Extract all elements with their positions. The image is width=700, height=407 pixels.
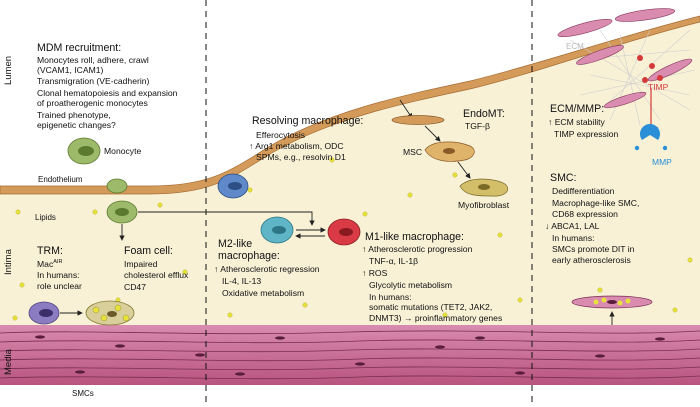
smc-line-4: ↓ ABCA1, LAL	[545, 221, 599, 231]
myofibroblast-label: Myofibroblast	[458, 200, 509, 210]
m2-line-3: Oxidative metabolism	[222, 288, 304, 298]
lumen-label: Lumen	[3, 56, 14, 85]
m1-line-1: ↑ Atherosclerotic progression	[362, 244, 472, 254]
ecm-mmp-line-1: ↑ ECM stability	[548, 117, 605, 127]
mdm-line-1: Monocytes roll, adhere, crawl	[37, 55, 149, 65]
m1-line-7: DNMT3) → proinflammatory genes	[369, 313, 502, 323]
resolving-line-1: Efferocytosis	[256, 130, 305, 140]
trm-mac: MacAIR	[37, 259, 62, 269]
resolving-macrophage-cell	[218, 174, 248, 198]
mdm-line-4: Clonal hematopoiesis and expansion	[37, 88, 177, 98]
intima-label: Intima	[3, 249, 14, 275]
mdm-line-7: epigenetic changes?	[37, 120, 116, 130]
foam-line-2: cholesterol efflux	[124, 270, 188, 280]
trm-line-1: In humans:	[37, 270, 80, 280]
msc-label: MSC	[403, 147, 422, 157]
endothelial-cell	[392, 116, 444, 125]
smc-line-2: Macrophage-like SMC,	[552, 198, 639, 208]
m1-line-4: Glycolytic metabolism	[369, 280, 452, 290]
smcs-label: SMCs	[72, 389, 94, 398]
smc-line-1: Dedifferentiation	[552, 186, 614, 196]
timp-label: TIMP	[648, 82, 668, 92]
m1-title: M1-like macrophage:	[365, 231, 464, 244]
m1-line-3: ↑ ROS	[362, 268, 387, 278]
trm-cell	[29, 302, 59, 324]
mdm-line-2: (VCAM1, ICAM1)	[37, 65, 103, 75]
foam-line-3: CD47	[124, 282, 146, 292]
mdm-title: MDM recruitment:	[37, 42, 121, 55]
mdm-line-3: Transmigration (VE-cadherin)	[37, 76, 149, 86]
smc-line-6: SMCs promote DIT in	[552, 244, 634, 254]
smc-title: SMC:	[550, 172, 576, 185]
intima-region	[0, 20, 700, 325]
foam-cell	[86, 301, 134, 325]
m1-line-6: somatic mutations (TET2, JAK2,	[369, 302, 492, 312]
media-label: Media	[3, 349, 14, 375]
smc-line-5: In humans:	[552, 233, 595, 243]
mdm-line-5: of proatherogenic monocytes	[37, 98, 148, 108]
endomt-line: TGF-β	[465, 121, 490, 131]
smc-line-3: CD68 expression	[552, 209, 618, 219]
ecm-mmp-line-2: TIMP expression	[554, 129, 618, 139]
m2-line-1: ↑ Atherosclerotic regression	[214, 264, 320, 274]
foam-title: Foam cell:	[124, 245, 173, 258]
resolving-line-3: SPMs, e.g., resolvin D1	[256, 152, 346, 162]
mmp-label: MMP	[652, 157, 672, 167]
endothelium-label: Endothelium	[38, 175, 82, 184]
smc-line-7: early atherosclerosis	[552, 255, 631, 265]
trm-line-2: role unclear	[37, 281, 82, 291]
trm-title: TRM:	[37, 245, 63, 258]
ecm-label: ECM	[566, 42, 584, 51]
m1-macrophage-cell	[328, 219, 360, 245]
m2-title-1: M2-like	[218, 238, 252, 251]
monocyte-label: Monocyte	[104, 146, 141, 156]
endomt-title: EndoMT:	[463, 108, 505, 121]
mdm-line-6: Trained phenotype,	[37, 110, 111, 120]
m1-line-5: In humans:	[369, 292, 412, 302]
lipids-label: Lipids	[35, 213, 56, 222]
media-layer	[0, 325, 700, 385]
m1-line-2: TNF-α, IL-1β	[369, 256, 418, 266]
ecm-mmp-title: ECM/MMP:	[550, 103, 604, 116]
resolving-line-2: ↑ Arg1 metabolism, ODC	[249, 141, 344, 151]
m2-macrophage-cell	[261, 217, 293, 243]
macrophage-like-smc	[572, 296, 652, 308]
resolving-title: Resolving macrophage:	[252, 115, 363, 128]
foam-line-1: Impaired	[124, 259, 157, 269]
m2-line-2: IL-4, IL-13	[222, 276, 261, 286]
monocyte-cell	[68, 138, 100, 164]
m2-title-2: macrophage:	[218, 250, 280, 263]
